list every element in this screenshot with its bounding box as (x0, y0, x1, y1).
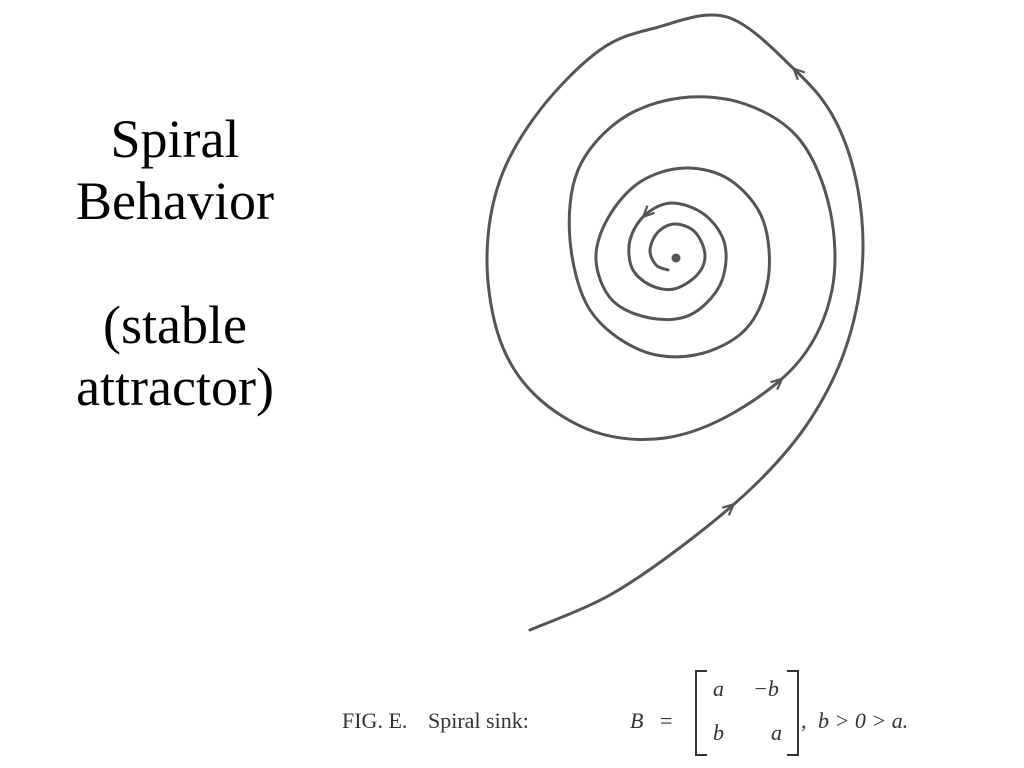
subtitle-line-1: (stable (103, 295, 247, 355)
matrix-cell-a12: −b (753, 676, 779, 701)
slide-title: Spiral Behavior (stable attractor) (40, 108, 310, 418)
arrowhead-4 (641, 205, 655, 218)
matrix-cell-a22: a (771, 720, 782, 745)
caption-comma: , (801, 708, 807, 733)
figure-caption: FIG. E. Spiral sink: B = a −b b a , b > … (342, 668, 1002, 758)
direction-arrows (641, 67, 806, 516)
arrowhead-3 (770, 377, 784, 391)
matrix-cell-a21: b (713, 720, 724, 745)
matrix-right-bracket (787, 670, 799, 756)
arrowhead-1 (721, 503, 735, 516)
matrix-left-bracket (695, 670, 707, 756)
title-line-2: Behavior (76, 171, 274, 231)
caption-matrix-name: B (630, 708, 644, 733)
spiral-trajectory (485, 13, 865, 632)
arrowhead-2 (792, 67, 806, 81)
caption-condition: b > 0 > a. (818, 708, 909, 733)
caption-label: Spiral sink: (428, 708, 529, 733)
matrix-cell-a11: a (713, 676, 724, 701)
sink-equilibrium-point (671, 253, 681, 263)
subtitle-line-2: attractor) (76, 357, 274, 417)
caption-matrix: a −b b a (695, 670, 799, 756)
caption-prefix: FIG. E. (342, 708, 408, 733)
title-line-1: Spiral (110, 109, 240, 169)
caption-equals: = (660, 708, 673, 733)
